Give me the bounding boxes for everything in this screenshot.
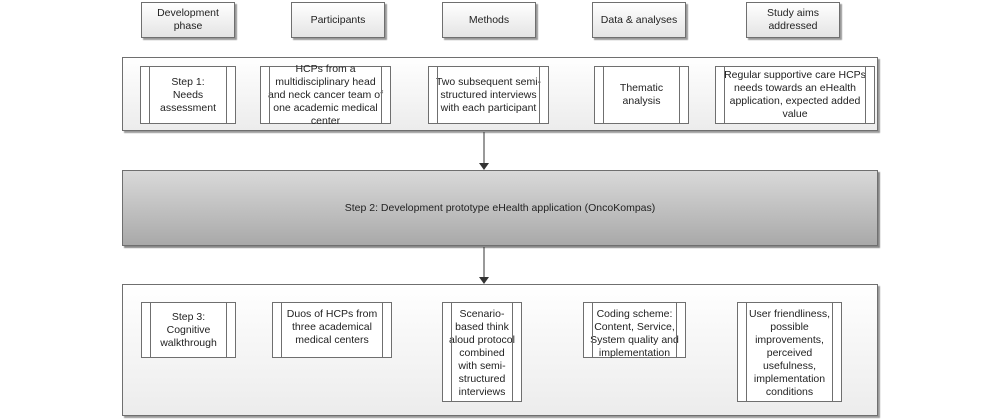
step1-methods-text: Two subsequent semi-structured interview… [435, 75, 542, 114]
step3-aims-box: User friendliness, possible improvements… [737, 302, 842, 402]
step3-participants-text: Duos of HCPs from three academical medic… [286, 308, 378, 346]
header-label: Development phase [157, 7, 219, 32]
step1-participants-box: HCPs from a multidisciplinary head and n… [260, 63, 391, 127]
header-methods: Methods [442, 2, 536, 38]
header-study-aims: Study aims addressed [746, 2, 840, 38]
step3-methods-box: Scenario-based think aloud protocol comb… [442, 302, 522, 402]
header-label: Methods [468, 13, 510, 26]
header-label: Participants [310, 13, 366, 26]
header-label: Data & analyses [600, 13, 678, 26]
step2-bar: Step 2: Development prototype eHealth ap… [122, 170, 878, 246]
step3-methods-text: Scenario-based think aloud protocol comb… [449, 308, 515, 398]
step3-analyses-box: Coding scheme: Content, Service, System … [583, 302, 686, 359]
header-data-analyses: Data & analyses [592, 2, 686, 38]
header-development-phase: Development phase [141, 2, 235, 38]
step1-phase-text: Step 1: Needs assessment [159, 75, 217, 114]
step1-methods-box: Two subsequent semi-structured interview… [428, 66, 549, 124]
step1-participants-text: HCPs from a multidisciplinary head and n… [268, 62, 383, 127]
step3-participants-box: Duos of HCPs from three academical medic… [272, 302, 392, 358]
step3-phase-box: Step 3: Cognitive walkthrough [141, 302, 236, 358]
arrow-step2-to-step3 [479, 247, 489, 284]
step1-phase-box: Step 1: Needs assessment [140, 66, 236, 124]
header-participants: Participants [291, 2, 385, 38]
step1-analyses-box: Thematic analysis [594, 66, 689, 124]
step2-label: Step 2: Development prototype eHealth ap… [344, 202, 656, 214]
step1-aims-text: Regular supportive care HCPs needs towar… [724, 69, 866, 120]
step1-analyses-text: Thematic analysis [619, 82, 664, 107]
step1-aims-box: Regular supportive care HCPs needs towar… [715, 66, 875, 124]
arrow-step1-to-step2 [479, 132, 489, 170]
step3-analyses-text: Coding scheme: Content, Service, System … [590, 308, 679, 359]
step3-aims-text: User friendliness, possible improvements… [748, 308, 831, 398]
step3-phase-text: Step 3: Cognitive walkthrough [160, 310, 217, 349]
header-label: Study aims addressed [767, 7, 819, 32]
